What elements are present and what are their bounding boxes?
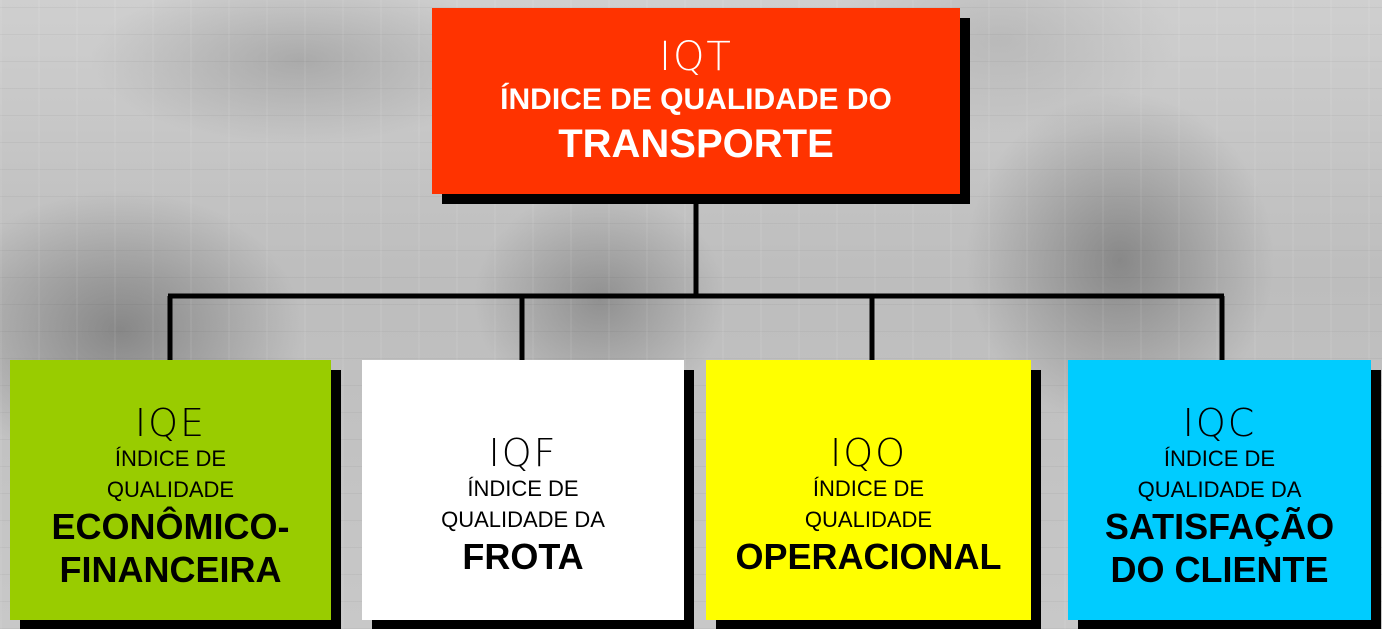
node-iqo: IQO ÍNDICE DE QUALIDADE OPERACIONAL: [706, 360, 1031, 620]
node-line: QUALIDADE: [804, 506, 933, 532]
node-bold-line: SATISFAÇÃO: [1104, 506, 1335, 547]
node-bold-line: FROTA: [462, 535, 584, 577]
node-iqc: IQC ÍNDICE DE QUALIDADE DA SATISFAÇÃO DO…: [1068, 360, 1371, 620]
node-line: ÍNDICE DE: [467, 475, 579, 501]
node-abbr: IQT: [659, 34, 733, 80]
node-abbr: IQE: [134, 401, 207, 445]
node-iqe: IQE ÍNDICE DE QUALIDADE ECONÔMICO- FINAN…: [10, 360, 331, 620]
node-line: QUALIDADE DA: [1137, 477, 1302, 502]
node-line: ÍNDICE DE: [1163, 446, 1276, 471]
node-line: ÍNDICE DE QUALIDADE DO: [500, 83, 892, 116]
node-bold-line: TRANSPORTE: [558, 122, 834, 166]
node-abbr: IQO: [829, 430, 908, 475]
node-bold-line: ECONÔMICO-: [51, 506, 290, 547]
node-abbr: IQF: [488, 430, 558, 475]
node-bold-line: FINANCEIRA: [59, 549, 282, 590]
node-line: ÍNDICE DE: [812, 475, 925, 501]
node-iqt: IQT ÍNDICE DE QUALIDADE DO TRANSPORTE: [432, 8, 960, 194]
node-line: QUALIDADE: [106, 477, 235, 502]
node-bold-line: DO CLIENTE: [1110, 549, 1329, 590]
node-line: ÍNDICE DE: [114, 446, 227, 471]
node-bold-line: OPERACIONAL: [735, 535, 1002, 577]
node-iqf: IQF ÍNDICE DE QUALIDADE DA FROTA: [362, 360, 684, 620]
node-line: QUALIDADE DA: [441, 506, 605, 532]
node-abbr: IQC: [1182, 401, 1257, 445]
